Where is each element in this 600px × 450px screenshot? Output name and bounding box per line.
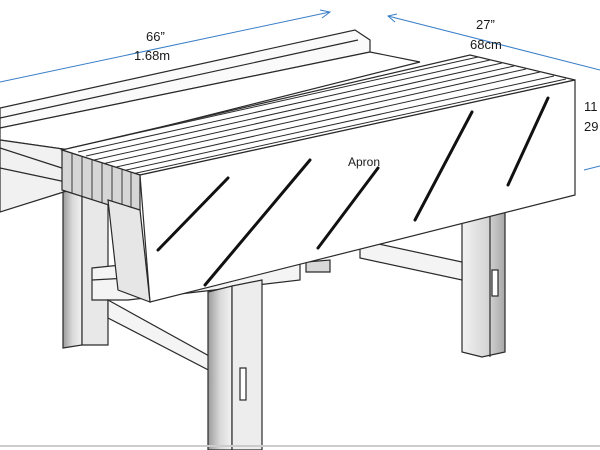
front-legs: [207, 279, 263, 450]
width-dimension-line: [387, 15, 600, 71]
width-label-imperial: 27”: [476, 17, 495, 32]
rear-legs: [62, 187, 506, 358]
apron-label: Apron: [348, 155, 381, 169]
front-mortise-slot: [239, 367, 247, 401]
height-label-metric: 29: [584, 119, 599, 134]
length-label-metric: 1.68m: [134, 48, 171, 63]
length-label-imperial: 66”: [146, 29, 165, 44]
height-label-imperial: 11: [584, 99, 598, 114]
bench-top-front: [59, 54, 576, 303]
length-arrowhead: [319, 9, 332, 19]
bench-top-rear: [0, 29, 421, 213]
laminated-slats: [69, 56, 567, 175]
apron-hatching: [156, 96, 550, 287]
width-label-metric: 68cm: [470, 37, 502, 52]
height-dimension-tick: [583, 165, 600, 171]
apron-end: [107, 199, 151, 303]
apron-face: [139, 79, 576, 303]
dimension-lines: [0, 9, 600, 171]
length-dimension-line: [0, 11, 331, 83]
width-arrowhead: [386, 13, 398, 23]
rear-mortise-slot: [491, 269, 499, 297]
